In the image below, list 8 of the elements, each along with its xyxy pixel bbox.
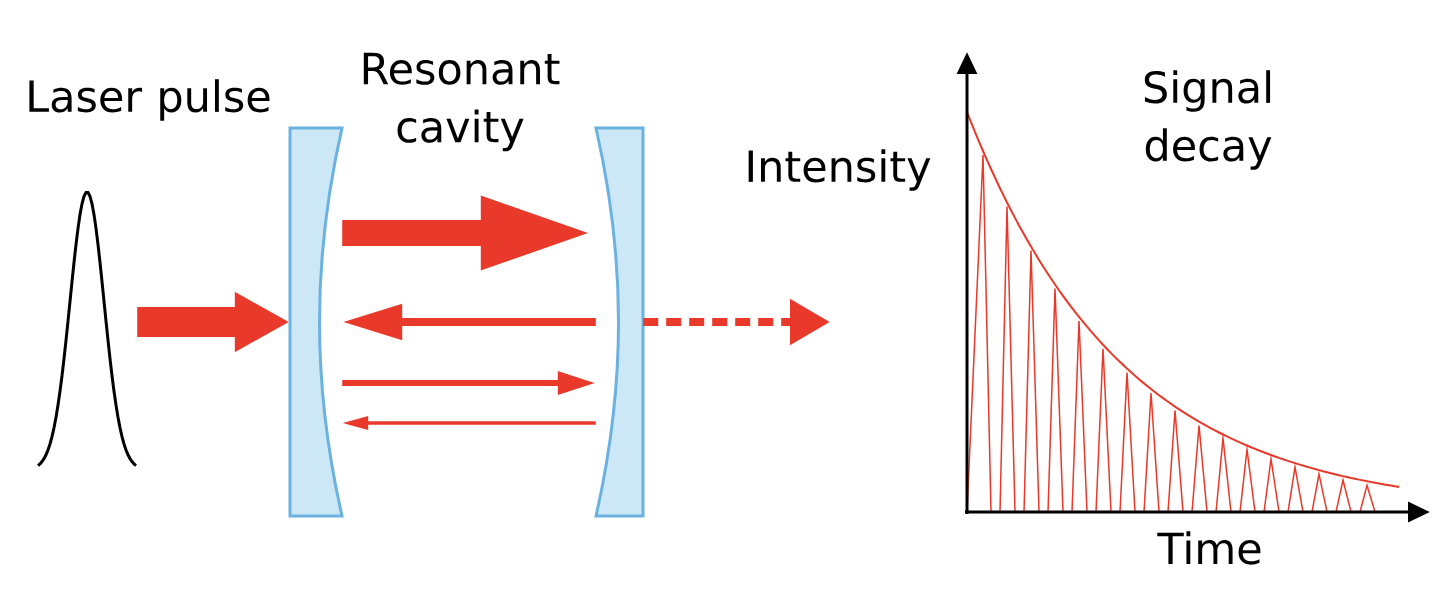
label: Time xyxy=(1157,531,1261,565)
mirror xyxy=(594,126,645,518)
mirror xyxy=(288,126,344,518)
label: Resonant cavity xyxy=(363,52,560,152)
label: Intensity xyxy=(748,149,931,191)
label: Signal decay xyxy=(1144,70,1272,170)
pulse-curve xyxy=(36,191,138,467)
label: Laser pulse xyxy=(29,79,270,121)
